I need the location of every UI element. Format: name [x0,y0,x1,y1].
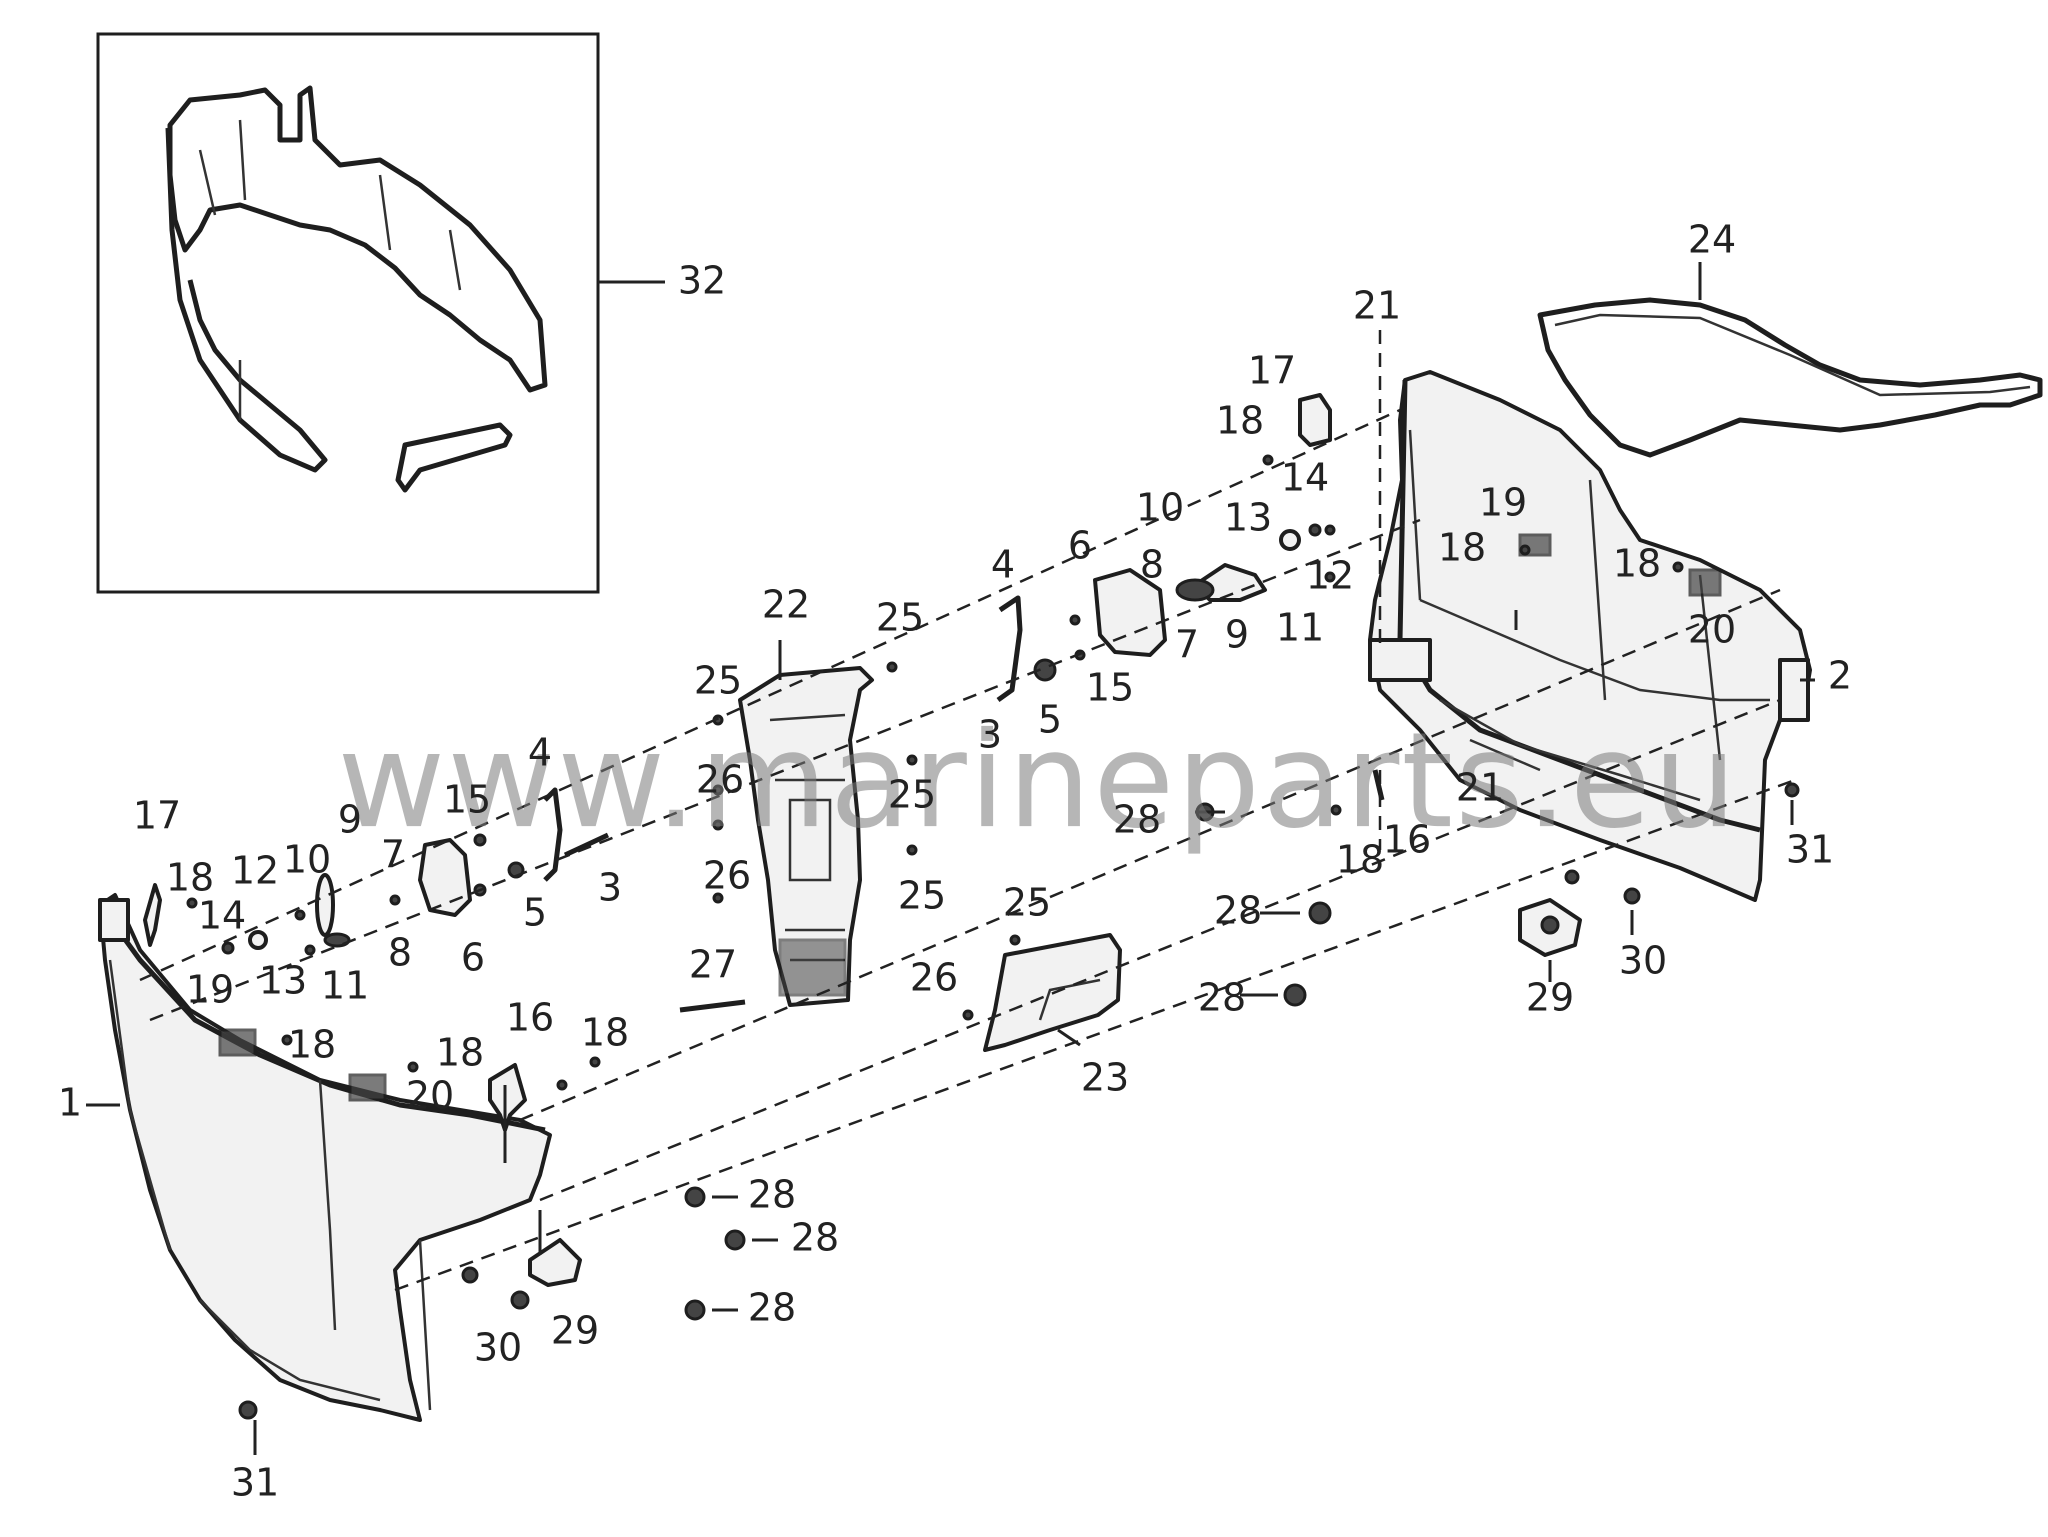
callout-18: 18 [288,1023,336,1067]
callout-15: 15 [1086,666,1134,710]
callout-14: 14 [1281,456,1329,500]
callout-25: 25 [1003,881,1051,925]
callout-4: 4 [528,731,552,775]
housing-part-2 [1368,370,1812,902]
callout-16: 16 [1383,818,1431,862]
callout-19: 19 [1479,481,1527,525]
callout-21: 21 [1456,766,1504,810]
callout-2: 2 [1828,654,1852,698]
callout-11: 11 [321,964,369,1008]
callout-3: 3 [598,866,622,910]
callout-10: 10 [283,838,331,882]
callout-18: 18 [166,856,214,900]
callout-14: 14 [198,894,246,938]
watermark: www.marineparts.eu [337,704,1738,858]
callout-6: 6 [1068,524,1092,568]
callout-13: 13 [1224,496,1272,540]
callout-28: 28 [748,1173,796,1217]
callout-18: 18 [436,1031,484,1075]
housing-part-1 [97,893,552,1422]
callout-9: 9 [1225,613,1249,657]
callout-30: 30 [474,1326,522,1370]
callout-23: 23 [1081,1056,1129,1100]
callout-29: 29 [1526,976,1574,1020]
callout-8: 8 [1140,543,1164,587]
nuts-part-28 [684,802,1332,1321]
callout-13: 13 [259,959,307,1003]
seal-strip-32 [395,422,513,493]
callout-19: 19 [186,968,234,1012]
callout-32: 32 [678,259,726,303]
callout-31: 31 [1786,828,1834,872]
callout-10: 10 [1136,486,1184,530]
callout-18: 18 [1216,399,1264,443]
callout-18: 18 [581,1011,629,1055]
callout-12: 12 [231,849,279,893]
callout-8: 8 [388,931,412,975]
callout-7: 7 [381,833,405,877]
callout-labels: 32 24 21 21 17 18 14 13 10 12 19 18 18 2… [58,218,1852,1505]
callout-31: 31 [231,1461,279,1505]
callout-16: 16 [506,996,554,1040]
callout-12: 12 [1306,554,1354,598]
callout-27: 27 [689,943,737,987]
callout-26: 26 [703,854,751,898]
callout-18: 18 [1438,526,1486,570]
callout-20: 20 [406,1074,454,1118]
callout-17: 17 [133,794,181,838]
callout-28: 28 [1214,889,1262,933]
callout-25: 25 [888,773,936,817]
callout-21: 21 [1353,284,1401,328]
callout-25: 25 [876,596,924,640]
callout-28: 28 [1113,798,1161,842]
fasteners [186,454,1684,1091]
callout-25: 25 [898,874,946,918]
inset-box [96,32,600,594]
callout-15: 15 [443,778,491,822]
hardware-right [238,393,1800,1420]
callout-20: 20 [1688,608,1736,652]
seal-part-32 [167,85,548,393]
callout-7: 7 [1175,623,1199,667]
leader-lines [86,610,1815,1455]
callout-3: 3 [978,713,1002,757]
callout-30: 30 [1619,939,1667,983]
callout-5: 5 [523,891,547,935]
callout-28: 28 [748,1286,796,1330]
callout-24: 24 [1688,218,1736,262]
callout-6: 6 [461,936,485,980]
callout-5: 5 [1038,698,1062,742]
callout-26: 26 [910,956,958,1000]
assembly-lines [139,330,1796,1292]
callout-28: 28 [791,1216,839,1260]
callout-28: 28 [1198,976,1246,1020]
callout-9: 9 [338,798,362,842]
hardware-left [143,787,610,1132]
gasket-part-24 [1537,297,2043,458]
callout-26: 26 [696,758,744,802]
callout-11: 11 [1276,606,1324,650]
latch-plate-part-22 [738,666,874,1007]
callout-18: 18 [1613,542,1661,586]
callout-17: 17 [1248,349,1296,393]
callout-4: 4 [991,543,1015,587]
callout-1: 1 [58,1081,82,1125]
callout-25: 25 [694,659,742,703]
callout-29: 29 [551,1309,599,1353]
callout-18: 18 [1336,838,1384,882]
callout-22: 22 [762,583,810,627]
